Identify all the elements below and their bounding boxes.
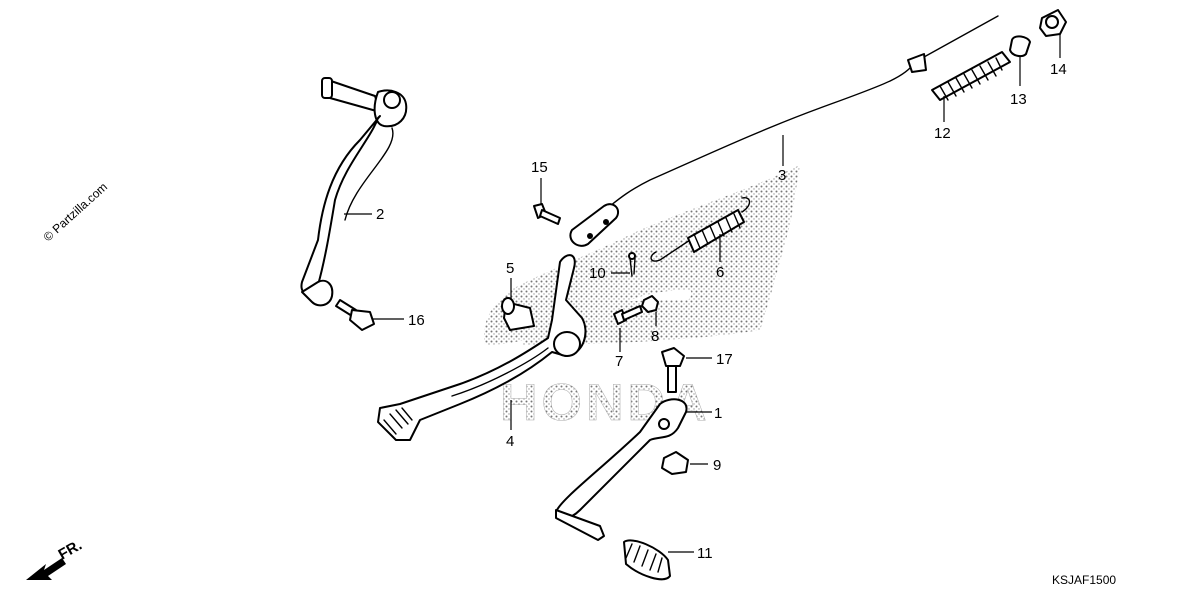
bolt-7	[613, 305, 643, 325]
callout-12: 12	[934, 125, 951, 142]
callout-11: 11	[697, 545, 713, 562]
cap-13	[1009, 35, 1031, 58]
callout-7: 7	[615, 353, 623, 370]
diagram-code: KSJAF1500	[1052, 573, 1116, 587]
callout-6: 6	[716, 264, 724, 281]
callout-2: 2	[376, 206, 384, 223]
callout-1: 1	[714, 405, 722, 422]
leader-lines	[344, 34, 1061, 553]
rubber-11	[623, 539, 671, 581]
nut-8	[641, 295, 659, 313]
callout-16: 16	[408, 312, 425, 329]
control-cable	[569, 15, 999, 247]
bolt-17	[661, 347, 685, 393]
callout-3: 3	[778, 167, 786, 184]
callout-17: 17	[716, 351, 733, 368]
callout-15: 15	[531, 159, 548, 176]
honda-wing-logo: HONDA	[484, 165, 800, 432]
bolt-16	[335, 299, 375, 331]
nut-9	[661, 451, 689, 475]
spring-12	[931, 51, 1011, 101]
step-bar	[555, 398, 688, 541]
collar-5	[501, 297, 535, 331]
front-indicator: FR.	[26, 537, 85, 580]
return-spring-6	[650, 197, 751, 262]
kick-starter-arm	[300, 77, 408, 307]
callout-13: 13	[1010, 91, 1027, 108]
callout-10: 10	[589, 265, 606, 282]
adjust-nut-14	[1039, 9, 1067, 37]
watermark-text: © Partzilla.com	[41, 180, 110, 245]
callout-5: 5	[506, 260, 514, 277]
callout-8: 8	[651, 328, 659, 345]
brake-pedal	[377, 254, 587, 441]
callout-9: 9	[713, 457, 721, 474]
bolt-15	[533, 203, 561, 225]
callout-14: 14	[1050, 61, 1067, 78]
callout-4: 4	[506, 433, 514, 450]
front-arrow-icon	[26, 558, 66, 580]
cotter-pin-10	[628, 252, 636, 277]
